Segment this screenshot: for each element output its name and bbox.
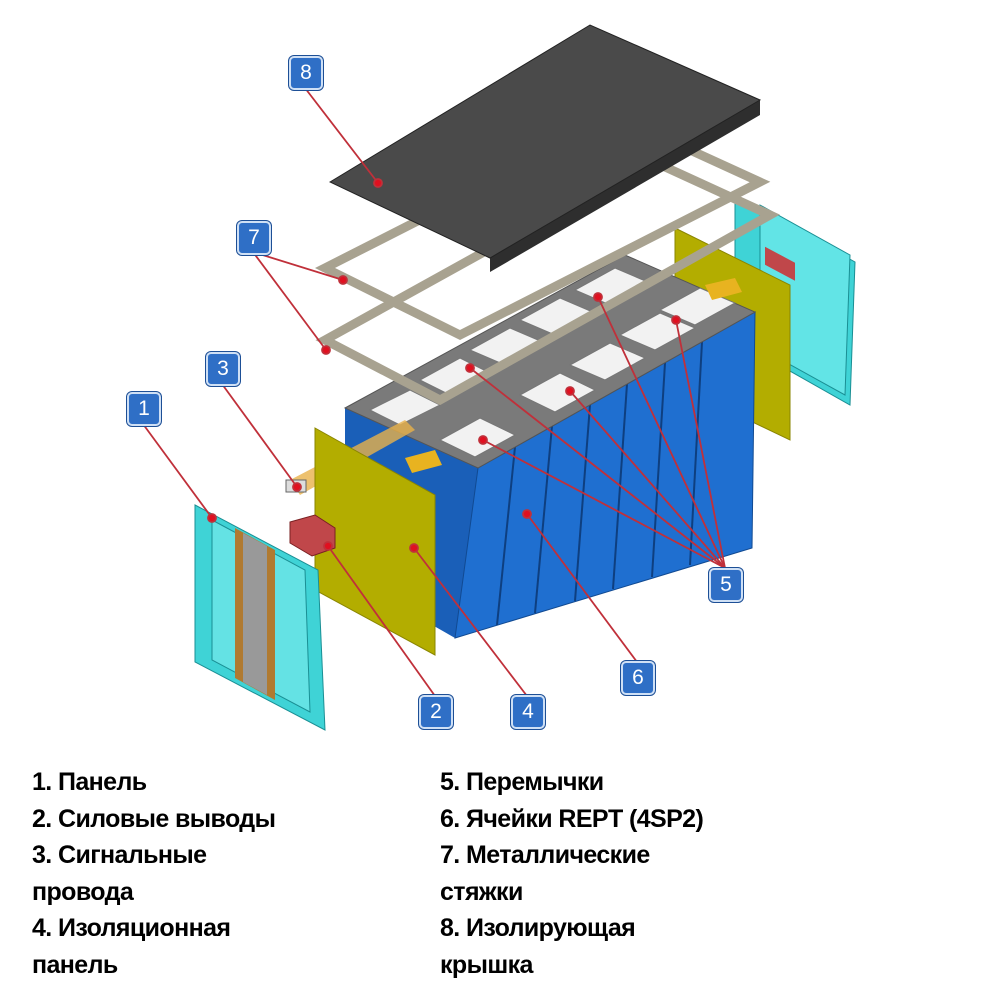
callout-3: 3 (206, 352, 240, 386)
left-end-panel (194, 504, 326, 731)
callout-5: 5 (709, 568, 743, 602)
legend-item: 1. Панель (32, 768, 147, 796)
legend-item: 5. Перемычки (440, 768, 604, 796)
leader-lines (142, 87, 726, 697)
callout-2: 2 (419, 695, 453, 729)
callout-8: 8 (289, 56, 323, 90)
legend-item: крышка (440, 950, 533, 979)
legend-item: провода (32, 877, 134, 906)
legend-item: 3. Сигнальные (32, 841, 207, 869)
callout-1: 1 (127, 392, 161, 426)
legend-right: 5. Перемычки 6. Ячейки REPT (4SP2) 7. Ме… (440, 764, 704, 983)
battery-exploded-diagram (142, 24, 856, 731)
callout-6: 6 (621, 661, 655, 695)
insulating-cover (328, 24, 762, 272)
legend-item: 6. Ячейки REPT (4SP2) (440, 804, 704, 833)
legend-item: 7. Металлические (440, 841, 650, 869)
legend-item: 2. Силовые выводы (32, 804, 276, 833)
legend-item: 4. Изоляционная (32, 914, 231, 942)
callout-7: 7 (237, 221, 271, 255)
legend-item: панель (32, 950, 118, 979)
callout-4: 4 (511, 695, 545, 729)
legend-item: стяжки (440, 877, 523, 906)
legend-item: 8. Изолирующая (440, 914, 636, 942)
legend-left: 1. Панель 2. Силовые выводы 3. Сигнальны… (32, 764, 276, 983)
